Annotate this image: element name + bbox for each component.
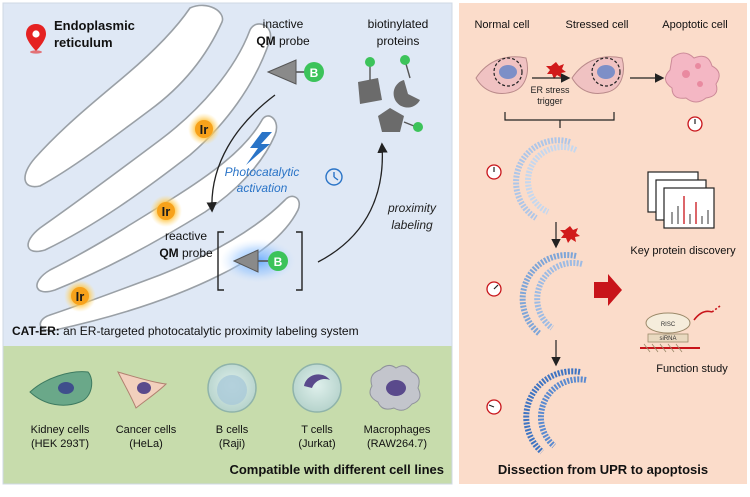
- sirna-label: siRNA: [659, 336, 676, 342]
- iridium-label-3: Ir: [76, 289, 85, 304]
- cell-cancer-icon: [117, 371, 168, 409]
- timeline-bracket: [504, 112, 615, 128]
- cell-line-b: (Raji): [219, 438, 245, 450]
- cell-name-b: B cells: [216, 424, 249, 436]
- timepoint-3-timer-icon: [486, 399, 502, 415]
- er-title-line1: Endoplasmic: [54, 18, 135, 33]
- normal-cell-icon: [475, 56, 528, 94]
- proteome-crescent-3: [523, 368, 587, 455]
- biotinylated-label-line1: biotinylated: [368, 17, 429, 31]
- inactive-probe-label-line2: QM probe: [256, 34, 310, 48]
- inactive-probe-label-line1: inactive: [263, 17, 304, 31]
- cell-b-icon: [207, 363, 257, 413]
- sirna-knockdown-icon: RISC siRNA: [640, 305, 721, 353]
- right-panel-title: Dissection from UPR to apoptosis: [498, 462, 708, 477]
- cat-er-caption: CAT-ER: an ER-targeted photocatalytic pr…: [12, 324, 359, 338]
- clock-icon: [325, 168, 343, 186]
- apoptotic-cell-icon: [665, 52, 720, 103]
- location-pin-icon: [26, 24, 46, 54]
- proteome-crescent-2: [519, 252, 583, 337]
- cell-line-t: (Jurkat): [298, 438, 335, 450]
- biotinylated-label-line2: proteins: [377, 34, 420, 48]
- er-title-line2: reticulum: [54, 35, 113, 50]
- biotin-letter-2: B: [274, 255, 283, 269]
- activation-label-line2: activation: [237, 181, 288, 195]
- cell-line-cancer: (HeLa): [129, 438, 163, 450]
- trigger-label-line2: trigger: [537, 96, 563, 106]
- cell-name-t: T cells: [301, 424, 333, 436]
- bottom-panel-title: Compatible with different cell lines: [229, 462, 444, 477]
- proteome-crescent-1: [513, 137, 578, 221]
- reactive-probe-label-line1: reactive: [165, 229, 207, 243]
- proximity-label-line2: labeling: [391, 218, 433, 232]
- key-protein-label: Key protein discovery: [630, 245, 736, 257]
- cell-t-icon: [292, 363, 342, 413]
- stressed-cell-icon: [571, 56, 624, 94]
- normal-cell-label: Normal cell: [474, 19, 529, 31]
- apoptotic-timer-icon: [687, 116, 703, 132]
- timepoint-1-timer-icon: [486, 164, 502, 180]
- iridium-catalyst-1: Ir: [188, 113, 220, 145]
- iridium-label-2: Ir: [162, 204, 171, 219]
- reactive-qm-probe-icon: B: [217, 231, 303, 291]
- big-red-arrow: [594, 274, 622, 306]
- cell-name-macrophage: Macrophages: [364, 424, 431, 436]
- timepoint-2-timer-icon: [486, 281, 502, 297]
- proximity-label-line1: proximity: [387, 201, 437, 215]
- cell-name-cancer: Cancer cells: [116, 424, 177, 436]
- er-membrane-illustration: [24, 4, 300, 332]
- stress-burst-icon-2: [560, 226, 580, 243]
- function-study-label: Function study: [656, 363, 728, 375]
- inactive-qm-probe-icon: B: [266, 59, 324, 85]
- trigger-label-line1: ER stress: [530, 85, 570, 95]
- reactive-probe-label-line2: QM probe: [159, 246, 213, 260]
- apoptotic-cell-label: Apoptotic cell: [662, 19, 727, 31]
- cell-line-kidney: (HEK 293T): [31, 438, 89, 450]
- cell-name-kidney: Kidney cells: [31, 424, 90, 436]
- iridium-catalyst-3: Ir: [64, 280, 96, 312]
- biotin-letter-1: B: [310, 66, 319, 80]
- cell-line-macrophage: (RAW264.7): [367, 438, 427, 450]
- proximity-arrow: [317, 142, 388, 263]
- cell-kidney-icon: [29, 371, 93, 406]
- biotinylated-proteins-icon: [358, 55, 423, 132]
- stressed-cell-label: Stressed cell: [566, 19, 629, 31]
- mass-spectra-icon: [647, 171, 715, 229]
- iridium-catalyst-2: Ir: [150, 195, 182, 227]
- cell-macrophage-icon: [369, 364, 421, 411]
- risc-label: RISC: [661, 322, 676, 328]
- activation-arrow: [206, 94, 276, 213]
- activation-label-line1: Photocatalytic: [225, 165, 300, 179]
- lightning-icon: [246, 132, 272, 165]
- iridium-label-1: Ir: [200, 122, 209, 137]
